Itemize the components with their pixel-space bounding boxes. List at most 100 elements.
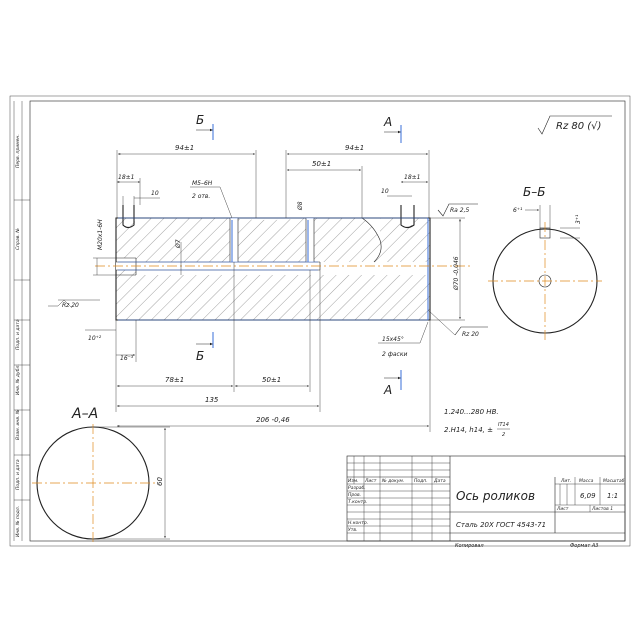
mass-value: 6,09: [580, 492, 596, 500]
svg-text:16⁻³: 16⁻³: [120, 355, 134, 362]
sheet-outer-frame: [9, 95, 631, 547]
roughness-ra25: Ra 2,5: [437, 203, 478, 217]
svg-text:Rz 20: Rz 20: [62, 302, 79, 309]
general-roughness-symbol: Rz 80 (√): [537, 115, 612, 135]
svg-text:Ra 2,5: Ra 2,5: [450, 207, 469, 214]
svg-text:Т.контр.: Т.контр.: [348, 499, 368, 505]
dim-chamfer: 15x45° 2 фаски: [378, 321, 429, 358]
svg-text:15x45°: 15x45°: [382, 336, 404, 343]
dim-94-left: 94±1: [116, 144, 257, 218]
section-marker-b-bottom: Б: [196, 332, 214, 363]
dim-18-left: 18±1: [117, 174, 141, 205]
svg-text:№ докум.: № докум.: [381, 478, 404, 484]
side-stamp-label-1: Справ. №: [15, 228, 21, 250]
dim-18-right: 18±1 10: [381, 174, 428, 197]
dim-78: 78±1: [115, 262, 235, 412]
part-name: Ось роликов: [456, 489, 535, 503]
svg-text:18±1: 18±1: [118, 174, 134, 181]
svg-text:Лист: Лист: [364, 478, 377, 484]
side-stamp: Перв. примен. Справ. № Подп. и дата Инв.…: [13, 101, 30, 541]
dim-206: 206 -0,46: [117, 320, 431, 432]
svg-text:А: А: [383, 383, 392, 397]
svg-text:94±1: 94±1: [175, 144, 194, 152]
side-stamp-label-0: Перв. примен.: [15, 134, 21, 168]
svg-text:А: А: [383, 115, 392, 129]
svg-text:Лит.: Лит.: [560, 478, 571, 484]
svg-text:Утв.: Утв.: [348, 527, 357, 533]
svg-text:M20x1-6H: M20x1-6H: [97, 219, 104, 250]
scale-value: 1:1: [607, 492, 618, 500]
svg-text:Формат А3: Формат А3: [570, 543, 598, 549]
svg-text:Масштаб: Масштаб: [603, 478, 625, 484]
svg-text:50±1: 50±1: [262, 376, 281, 384]
dim-10-dev: 10⁺²: [85, 329, 116, 342]
title-block: Ось роликов Сталь 20Х ГОСТ 4543-71 Лит. …: [346, 455, 626, 549]
dim-135: 135: [117, 270, 321, 412]
svg-text:10: 10: [381, 188, 389, 195]
section-aa-view: А–А 60: [32, 406, 170, 542]
dim-d7: Ø7: [175, 239, 182, 275]
roughness-rz20-right: Rz 20: [427, 309, 488, 338]
technical-notes: 1.240...280 НВ. 2.H14, h14, ± IT14 2: [444, 408, 510, 438]
svg-text:Лист: Лист: [556, 506, 569, 512]
svg-text:Б: Б: [196, 113, 204, 127]
dim-16-dev: 16⁻³: [116, 320, 137, 362]
svg-text:Б: Б: [196, 349, 204, 363]
section-bb-view: Б–Б 6⁺¹ 3⁺¹: [488, 185, 602, 340]
side-stamp-label-5: Подп. и дата: [15, 459, 21, 490]
dim-thread-m5: M5–6H 2 отв.: [190, 180, 233, 219]
note-2: 2.H14, h14, ±: [444, 426, 493, 434]
svg-text:2 отв.: 2 отв.: [192, 193, 210, 200]
section-marker-a-top: А: [383, 115, 402, 143]
svg-text:Подп.: Подп.: [414, 478, 428, 484]
dim-d70: Ø70 -0,046: [430, 217, 465, 321]
material: Сталь 20Х ГОСТ 4543-71: [456, 521, 546, 529]
dim-d8: Ø8: [297, 201, 304, 211]
dim-50-bottom: 50±1: [235, 270, 311, 392]
general-roughness-label: Rz 80 (√): [556, 121, 601, 132]
side-stamp-label-4: Взам. инв. №: [15, 409, 21, 440]
svg-text:Ø70 -0,046: Ø70 -0,046: [453, 256, 460, 291]
svg-text:78±1: 78±1: [165, 376, 184, 384]
svg-text:Ø8: Ø8: [297, 201, 304, 211]
dim-thread-m20: M20x1-6H: [93, 219, 116, 276]
roughness-rz20-left: Rz 20: [48, 299, 100, 309]
svg-text:Листов 1: Листов 1: [591, 506, 613, 512]
dim-10-left: 10: [122, 190, 160, 205]
svg-text:6⁺¹: 6⁺¹: [513, 207, 523, 214]
section-aa-label: А–А: [71, 406, 98, 422]
svg-text:Масса: Масса: [579, 478, 594, 484]
shaft-main-view: [95, 205, 470, 321]
svg-text:94±1: 94±1: [345, 144, 364, 152]
svg-text:206 -0,46: 206 -0,46: [256, 416, 290, 424]
svg-text:Rz 20: Rz 20: [462, 331, 479, 338]
sheet-inner-frame: [29, 100, 626, 542]
dim-50-top: 50±1: [287, 160, 363, 218]
svg-text:10: 10: [151, 190, 159, 197]
svg-text:3⁺¹: 3⁺¹: [575, 214, 582, 224]
svg-text:18±1: 18±1: [404, 174, 420, 181]
svg-text:Ø7: Ø7: [175, 239, 182, 249]
svg-text:Дата: Дата: [433, 478, 446, 484]
svg-text:10⁺²: 10⁺²: [88, 335, 102, 342]
note-1: 1.240...280 НВ.: [444, 408, 499, 416]
side-stamp-label-3: Инв. № дубл.: [15, 364, 21, 395]
svg-text:50±1: 50±1: [312, 160, 331, 168]
svg-text:Н.контр.: Н.контр.: [348, 520, 368, 526]
svg-text:135: 135: [205, 396, 219, 404]
side-stamp-label-6: Инв. № подл.: [15, 506, 21, 537]
section-bb-label: Б–Б: [523, 185, 545, 199]
svg-text:Разраб.: Разраб.: [348, 485, 366, 491]
svg-text:Изм.: Изм.: [348, 478, 359, 484]
svg-text:2: 2: [502, 432, 505, 438]
svg-text:2 фаски: 2 фаски: [382, 351, 407, 358]
svg-text:M5–6H: M5–6H: [192, 180, 213, 187]
svg-text:IT14: IT14: [498, 422, 509, 428]
side-stamp-label-2: Подп. и дата: [15, 319, 21, 350]
dim-94-right: 94±1: [285, 144, 430, 218]
section-marker-b-top: Б: [196, 113, 214, 140]
svg-text:Пров.: Пров.: [348, 492, 361, 498]
svg-text:60: 60: [156, 477, 164, 486]
svg-text:Копировал: Копировал: [455, 543, 484, 549]
